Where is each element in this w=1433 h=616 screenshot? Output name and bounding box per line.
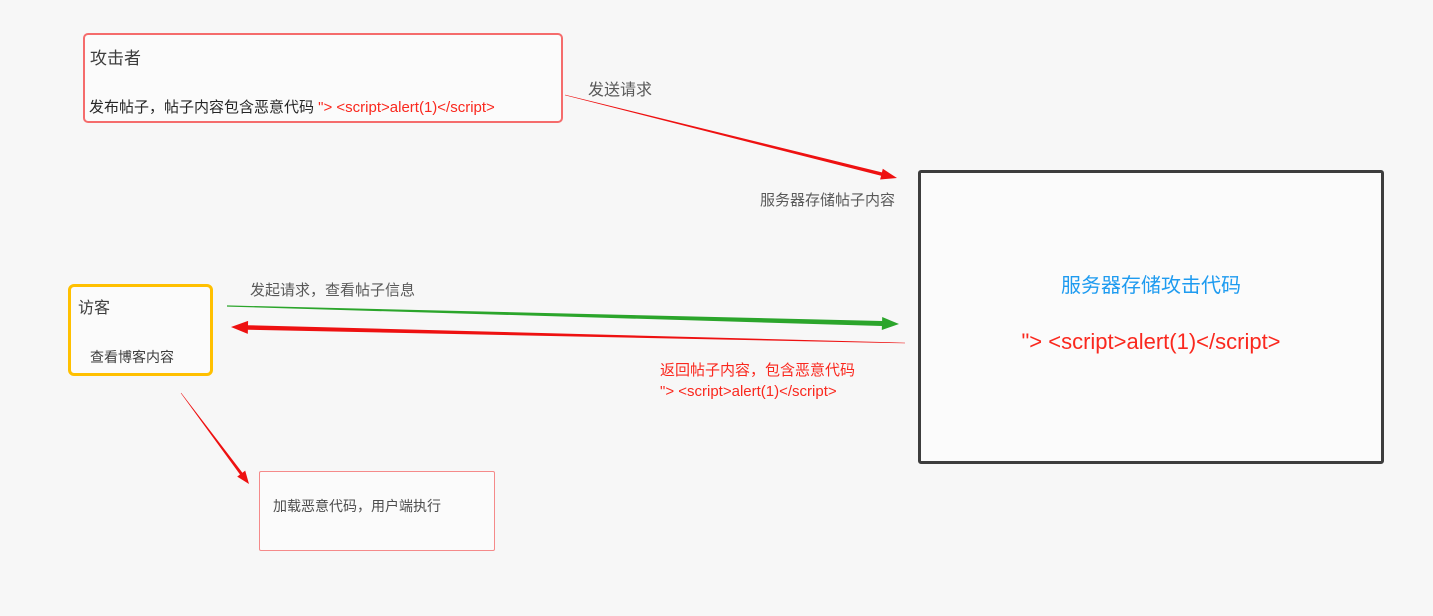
- server-box-code: "> <script>alert(1)</script>: [1021, 329, 1281, 354]
- return-response-label: 返回帖子内容，包含恶意代码 "> <script>alert(1)</scrip…: [660, 360, 855, 402]
- load-execute-arrow: [180, 392, 249, 484]
- visitor-box-title: 访客: [78, 300, 111, 317]
- return-response-label-line2: "> <script>alert(1)</script>: [660, 383, 837, 400]
- visitor-box-description: 查看博客内容: [90, 349, 174, 365]
- attacker-box: 攻击者 发布帖子，帖子内容包含恶意代码 "> <script>alert(1)<…: [83, 33, 563, 123]
- load-execute-box: 加载恶意代码，用户端执行: [259, 471, 495, 551]
- view-request-arrow: [227, 305, 899, 330]
- server-store-post-label: 服务器存储帖子内容: [760, 192, 896, 209]
- send-request-label: 发送请求: [588, 82, 653, 99]
- attacker-desc-code: "> <script>alert(1)</script>: [318, 99, 495, 116]
- send-request-arrow: [564, 94, 897, 180]
- server-box-title: 服务器存储攻击代码: [1061, 275, 1241, 297]
- server-box: 服务器存储攻击代码 "> <script>alert(1)</script>: [918, 170, 1384, 464]
- visitor-box: 访客 查看博客内容: [68, 284, 213, 376]
- return-response-label-line1: 返回帖子内容，包含恶意代码: [660, 362, 856, 379]
- attacker-desc-plain: 发布帖子，帖子内容包含恶意代码: [89, 99, 319, 116]
- visitor-request-label: 发起请求，查看帖子信息: [250, 282, 416, 299]
- return-response-arrow: [231, 320, 905, 344]
- attacker-box-title: 攻击者: [90, 49, 141, 68]
- attacker-box-description: 发布帖子，帖子内容包含恶意代码 "> <script>alert(1)</scr…: [89, 96, 495, 117]
- load-execute-box-text: 加载恶意代码，用户端执行: [273, 498, 441, 514]
